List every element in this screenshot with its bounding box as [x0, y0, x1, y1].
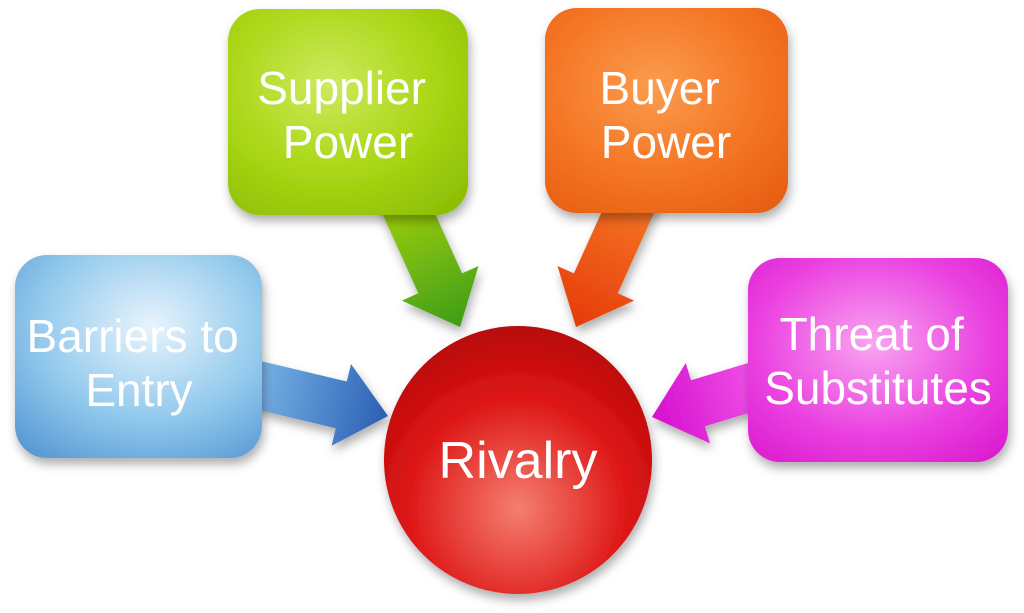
supplier-power-label: Supplier Power	[257, 62, 439, 168]
buyer-power-label: Buyer Power	[600, 62, 733, 168]
barriers-to-entry-arrow	[239, 358, 388, 446]
threat-of-substitutes-arrow	[652, 360, 772, 444]
rivalry-label: Rivalry	[439, 432, 598, 490]
supplier-power-node: Supplier Power	[228, 9, 479, 327]
threat-of-substitutes-node: Threat of Substitutes	[652, 258, 1008, 462]
barriers-to-entry-node: Barriers to Entry	[15, 255, 388, 458]
supplier-power-bubble	[228, 9, 468, 215]
barriers-to-entry-label: Barriers to Entry	[27, 310, 252, 416]
threat-of-substitutes-bubble	[748, 258, 1008, 462]
barriers-to-entry-bubble	[15, 255, 262, 458]
rivalry-circle	[384, 326, 652, 594]
buyer-power-arrow	[557, 180, 660, 327]
supplier-power-arrow	[376, 180, 479, 327]
buyer-power-bubble	[545, 8, 788, 213]
rivalry-node: Rivalry	[384, 326, 652, 594]
buyer-power-node: Buyer Power	[545, 8, 788, 327]
threat-of-substitutes-label: Threat of Substitutes	[764, 308, 992, 414]
